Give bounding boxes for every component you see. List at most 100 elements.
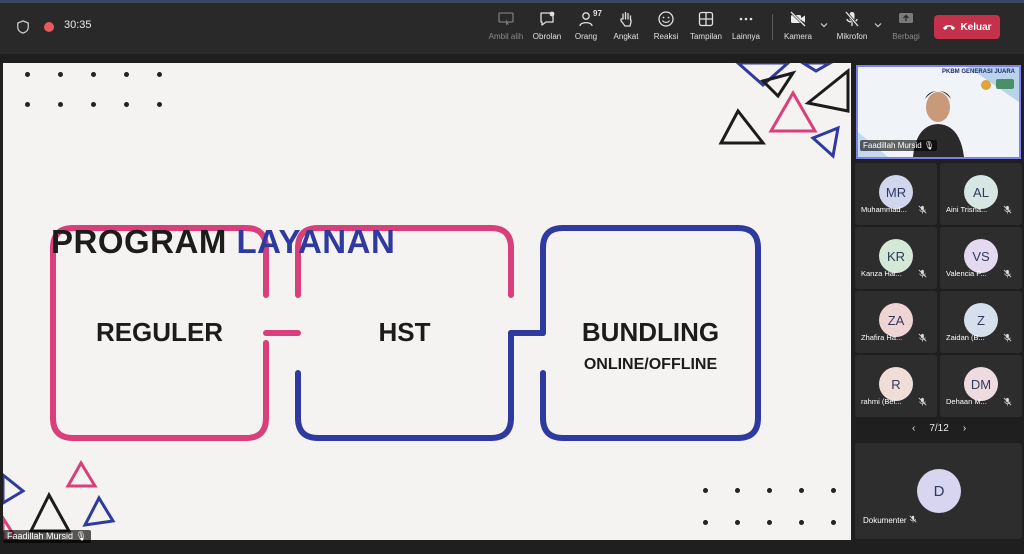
participant-name: Valencia P... [946,269,987,278]
chat-label: Obrolan [532,32,562,41]
avatar: MR [879,175,913,209]
participant-tile-large[interactable]: D Dokumenter [855,443,1022,539]
mic-off-icon [1003,205,1012,214]
mic-off-icon [918,269,927,278]
slide-title: PROGRAM LAYANAN [51,223,395,261]
meeting-timer: 30:35 [64,19,92,31]
shield-icon[interactable] [16,20,30,34]
participant-name: Dokumenter [863,515,917,525]
participant-name: Zhafira Ha... [861,333,903,342]
view-button[interactable]: Tampilan [681,10,731,41]
leave-button[interactable]: Keluar [934,15,1000,39]
hand-icon [620,11,632,27]
more-button[interactable]: Lainnya [721,10,771,41]
dot-pattern-bottom-right [703,488,836,525]
box-reguler-label: REGULER [95,317,224,347]
window-top-strip [0,0,1024,3]
share-label: Berbagi [892,32,920,41]
mic-off-icon [1003,269,1012,278]
leave-label: Keluar [960,21,992,33]
share-icon [899,13,913,23]
react-button[interactable]: Reaksi [641,10,691,41]
participant-name: Muhammad... [861,205,907,214]
featured-logo-text: PKBM GENERASI JUARA [941,69,1015,75]
slide-title-part2: LAYANAN [236,223,396,260]
avatar: R [879,367,913,401]
decorative-triangles [3,63,850,540]
mic-off-icon [918,333,927,342]
hang-up-icon [943,25,956,30]
avatar: Z [964,303,998,337]
pager-label: 7/12 [929,423,949,434]
raise-hand-label: Angkat [613,32,639,41]
more-icon [739,17,753,21]
toolbar-divider [772,14,773,40]
avatar: D [917,469,961,513]
featured-video-tile[interactable]: PKBM GENERASI JUARA Faadillah Mursid 🎙 [856,65,1021,159]
mic-chevron-down-icon[interactable] [873,20,883,30]
featured-name-label: Faadillah Mursid [863,141,922,150]
presenter-name: Faadillah Mursid [7,531,74,541]
participant-name: Aini Trisna... [946,205,988,214]
gallery-pager: ‹ 7/12 › [912,423,966,434]
shared-screen: PROGRAM LAYANAN REGULER HST BUNDLING ONL… [3,63,851,540]
mic-off-icon [845,11,859,27]
slide-title-part1: PROGRAM [51,223,227,260]
recording-icon [44,22,54,32]
camera-button[interactable]: Kamera [773,10,823,41]
mic-off-icon [1003,397,1012,406]
share-button[interactable]: Berbagi [881,10,931,41]
camera-chevron-down-icon[interactable] [819,20,829,30]
more-label: Lainnya [731,32,761,41]
avatar: ZA [879,303,913,337]
dot-pattern-top-left [25,72,162,107]
featured-participant-name: Faadillah Mursid 🎙 [860,140,938,151]
participant-name: Dehaan M... [946,397,987,406]
mic-off-icon [909,515,917,523]
take-control-button[interactable]: Ambil alih [481,10,531,41]
people-label: Orang [574,32,598,41]
participant-name: Zaidan (B... [946,333,985,342]
view-label: Tampilan [689,32,722,41]
chat-button[interactable]: Obrolan [522,10,572,41]
people-button[interactable]: 97 Orang [561,9,611,41]
presenter-name-tag: Faadillah Mursid 🎙 [3,530,91,543]
camera-off-icon [790,11,806,27]
avatar: KR [879,239,913,273]
box-bundling-label: BUNDLING [581,317,720,347]
mic-label: Mikrofon [836,32,868,41]
raise-hand-button[interactable]: Angkat [601,10,651,41]
react-label: Reaksi [653,32,679,41]
grid-view-icon [698,11,714,27]
participant-name: Kanza Hal... [861,269,902,278]
pager-next-icon[interactable]: › [962,423,967,434]
meeting-toolbar: 30:35 Ambil alih Obrolan 97 Orang Angkat [0,0,1024,54]
mic-off-icon [918,397,927,406]
participant-gallery: PKBM GENERASI JUARA Faadillah Mursid 🎙 M… [855,63,1022,543]
people-icon [579,12,593,27]
chat-icon [540,11,555,26]
mic-button[interactable]: Mikrofon [827,10,877,41]
mic-off-icon [1003,333,1012,342]
pager-prev-icon[interactable]: ‹ [912,423,916,434]
participant-name: rahmi (Bel... [861,397,902,406]
participant-count: 97 [593,9,602,18]
box-bundling-sublabel: ONLINE/OFFLINE [583,356,718,373]
avatar: DM [964,367,998,401]
take-control-label: Ambil alih [488,32,524,41]
box-hst-label: HST [378,317,431,347]
mic-off-icon [918,205,927,214]
camera-label: Kamera [783,32,812,41]
participant-name-label: Dokumenter [863,516,907,525]
avatar: AL [964,175,998,209]
avatar: VS [964,239,998,273]
take-control-icon [498,12,514,26]
